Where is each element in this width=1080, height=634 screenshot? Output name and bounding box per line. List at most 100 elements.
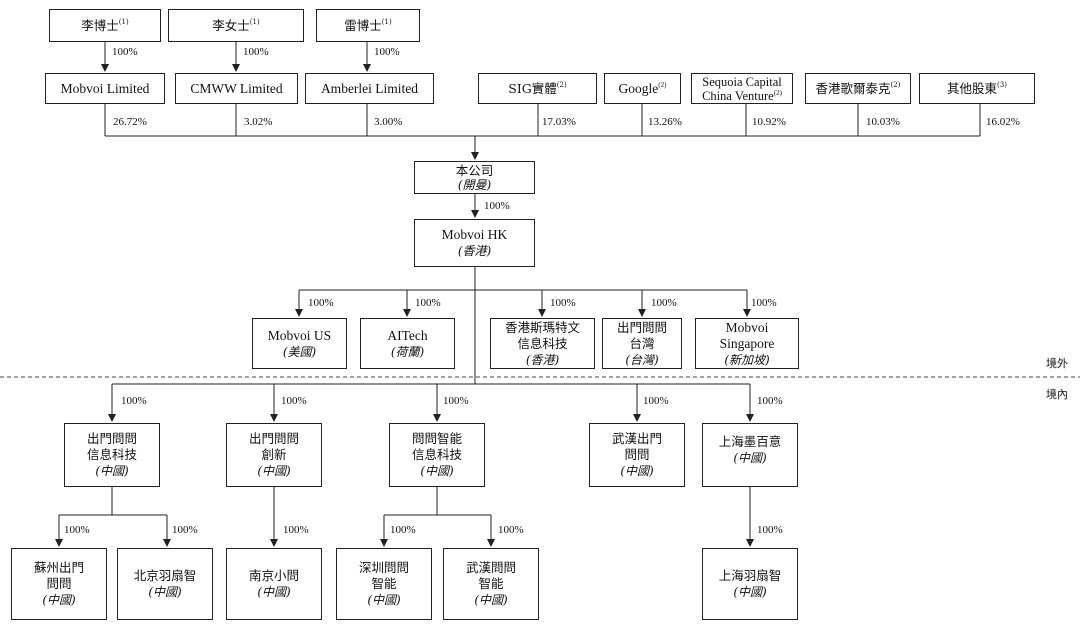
sub-wuhan-wenwen: 武漢問問 智能 (中國) [443,548,539,620]
footnote-ref: (2) [556,80,567,89]
node-label: 北京羽扇智 [133,568,197,583]
mobvoi-hk: Mobvoi HK (香港) [414,219,535,267]
node-jurisdiction: (中國) [257,585,291,599]
node-label: Google [618,80,659,96]
ownership-pct: 100% [283,524,309,536]
node-label: 武漢出門 [611,431,662,446]
node-label-line2: 問問 [624,447,650,462]
footnote-ref: (2) [890,80,901,89]
sub-shenzhen-wenwen: 深圳問問 智能 (中國) [336,548,432,620]
ownership-pct: 100% [751,297,777,309]
ownership-pct: 10.03% [866,116,900,128]
node-jurisdiction: (新加坡) [724,352,770,367]
ownership-pct: 17.03% [542,116,576,128]
ownership-pct: 16.02% [986,116,1020,128]
node-label-line2: 創新 [261,447,287,462]
node-label: 蘇州出門 [33,560,84,575]
sub-shanghai-yushanzhi: 上海羽扇智 (中國) [702,548,798,620]
sub-suzhou-mobvoi: 蘇州出門 問問 (中國) [11,548,107,620]
ownership-pct: 100% [651,297,677,309]
zone-label-onshore: 境內 [1046,388,1068,401]
ownership-pct: 10.92% [752,116,786,128]
footnote-ref: (2) [773,88,782,97]
sub-mobvoi-innovation: 出門問問 創新 (中國) [226,423,322,487]
node-label-line2: 台灣 [629,335,655,351]
shareholder-li-madam: 李女士(1) [168,9,304,42]
ownership-pct: 100% [121,395,147,407]
node-label: 出門問問 [616,319,667,335]
node-jurisdiction: (美國) [282,344,317,359]
node-label: 香港歌爾泰克 [815,80,891,96]
ownership-pct: 100% [498,524,524,536]
ownership-pct: 13.26% [648,116,682,128]
node-label: 問問智能 [411,431,462,446]
investor-others: 其他股東(3) [919,73,1035,104]
node-jurisdiction: (中國) [42,593,76,607]
node-label-line2: Singapore [719,335,775,351]
node-jurisdiction: (中國) [148,585,182,599]
investor-google: Google(2) [604,73,681,104]
footnote-ref: (1) [381,17,392,26]
footnote-ref: (3) [997,80,1007,89]
sub-beijing-yushanzhi: 北京羽扇智 (中國) [117,548,213,620]
sub-wenwen-intelligence: 問問智能 信息科技 (中國) [389,423,485,487]
ownership-pct: 100% [550,297,576,309]
node-label-line2: 信息科技 [411,447,462,462]
footnote-ref: (1) [249,17,260,26]
node-jurisdiction: (中國) [733,585,767,599]
node-label: 出門問問 [86,431,137,446]
ownership-pct: 100% [757,395,783,407]
node-jurisdiction: (香港) [457,244,492,258]
node-label: SIG實體 [508,80,557,96]
ownership-pct: 100% [757,524,783,536]
node-label: 香港斯瑪特文 [504,319,580,335]
ownership-pct: 100% [112,46,138,58]
node-jurisdiction: (中國) [474,593,508,607]
node-jurisdiction: (中國) [95,464,129,478]
node-label-line2: 問問 [46,576,72,591]
investor-goertek-hk: 香港歌爾泰克(2) [805,73,911,104]
node-label: 李女士 [212,17,250,33]
node-label: 上海墨百意 [718,434,782,449]
footnote-ref: (2) [658,80,667,89]
node-label-line2: 智能 [478,576,504,591]
ownership-pct: 100% [415,297,441,309]
node-label: 南京小問 [248,568,299,583]
node-jurisdiction: (中國) [257,464,291,478]
node-jurisdiction: (荷蘭) [390,344,425,359]
node-jurisdiction: (香港) [525,352,560,367]
sub-mobvoi-us: Mobvoi US (美國) [252,318,347,369]
node-jurisdiction: (台灣) [625,352,659,367]
node-label: 雷博士 [344,17,382,33]
node-jurisdiction: (中國) [620,464,654,478]
node-label: Mobvoi US [267,327,332,343]
node-label: 李博士 [81,17,119,33]
node-jurisdiction: (中國) [367,593,401,607]
node-label: Mobvoi HK [441,227,508,242]
ownership-pct: 100% [281,395,307,407]
node-label: Sequoia Capital [702,74,782,89]
node-label-line2: 智能 [371,576,397,591]
company-cayman: 本公司 (開曼) [414,161,535,194]
sub-aitech: AITech (荷蘭) [360,318,455,369]
node-label: Mobvoi Limited [60,80,150,96]
investor-sig: SIG實體(2) [478,73,597,104]
node-label: Amberlei Limited [320,80,419,96]
holding-company-amberlei-limited: Amberlei Limited [305,73,434,104]
node-label: 出門問問 [248,431,299,446]
sub-mobvoi-info-tech: 出門問問 信息科技 (中國) [64,423,160,487]
ownership-pct: 100% [643,395,669,407]
node-jurisdiction: (中國) [420,464,454,478]
ownership-pct: 100% [64,524,90,536]
ownership-pct: 100% [172,524,198,536]
node-label: CMWW Limited [190,80,283,96]
sub-mobvoi-singapore: Mobvoi Singapore (新加坡) [695,318,799,369]
node-label-line2: 信息科技 [517,335,568,351]
node-label-line2: China Venture [702,88,774,103]
shareholder-lei-doctor: 雷博士(1) [316,9,420,42]
ownership-pct: 3.00% [374,116,403,128]
sub-shanghai-mobaiyi: 上海墨百意 (中國) [702,423,798,487]
node-jurisdiction: (中國) [733,451,767,465]
